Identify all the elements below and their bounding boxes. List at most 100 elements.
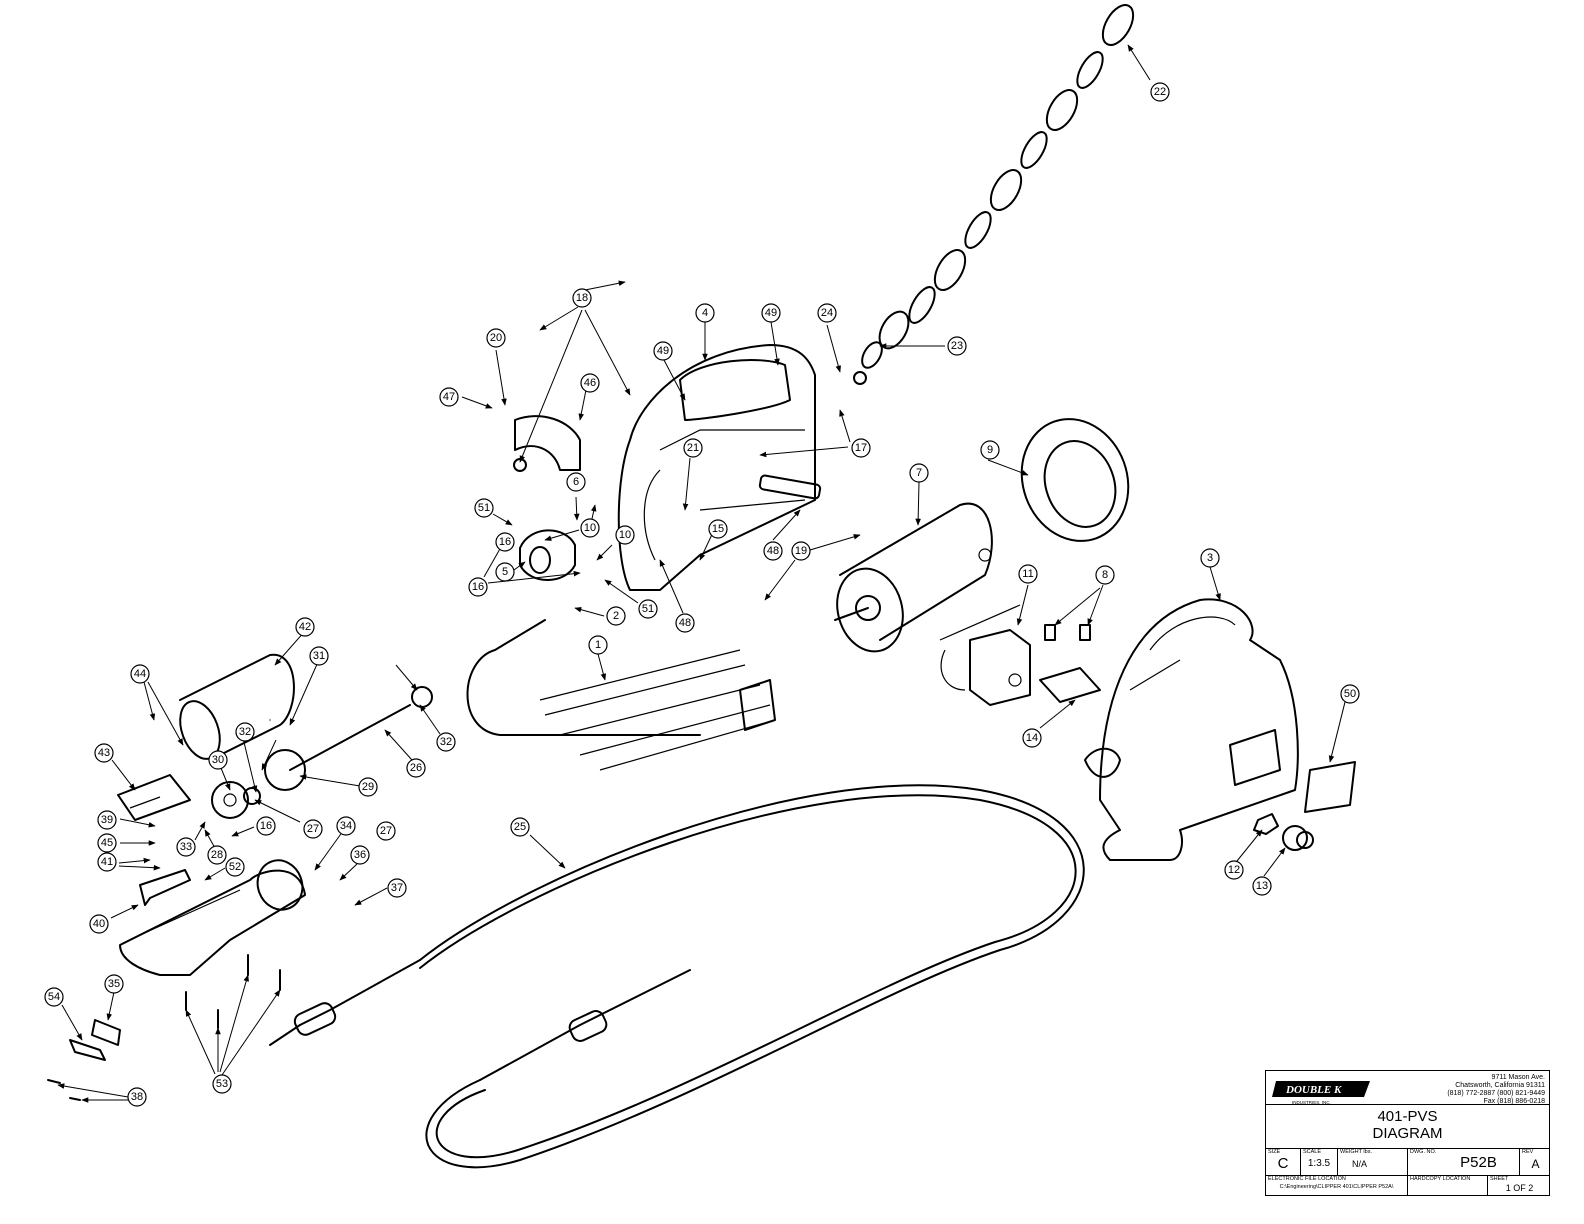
svg-text:24: 24	[821, 307, 833, 319]
svg-text:51: 51	[478, 502, 490, 514]
shaft-part	[211, 686, 433, 819]
clipper-head-part	[119, 859, 306, 976]
callout-balloon-35: 35	[104, 974, 124, 994]
callout-balloon-16: 16	[495, 532, 515, 552]
callout-balloon-5: 5	[495, 562, 515, 582]
nut-and-knob-parts	[1253, 813, 1314, 851]
housing-right-half	[1084, 598, 1299, 861]
callout-balloon-15: 15	[708, 519, 728, 539]
svg-text:34: 34	[340, 820, 352, 832]
svg-text:26: 26	[410, 762, 422, 774]
svg-text:25: 25	[514, 821, 526, 833]
capacitor-part	[179, 653, 295, 761]
drawing-number-cell: DWG. NO. P52B	[1408, 1148, 1520, 1175]
callout-balloon-9: 9	[980, 440, 1000, 460]
sheet-cell: SHEET 1 OF 2	[1490, 1176, 1534, 1193]
callout-balloon-17: 17	[851, 438, 871, 458]
callout-balloon-4: 4	[695, 303, 715, 323]
svg-text:41: 41	[101, 856, 113, 868]
callout-balloon-2: 2	[606, 606, 626, 626]
callout-balloon-46: 46	[580, 373, 600, 393]
svg-text:16: 16	[472, 581, 484, 593]
svg-text:17: 17	[855, 442, 867, 454]
callout-balloon-7: 7	[909, 463, 929, 483]
svg-text:36: 36	[354, 849, 366, 861]
svg-text:46: 46	[584, 377, 596, 389]
ring-part	[1020, 418, 1130, 542]
svg-text:6: 6	[573, 476, 579, 488]
callout-balloon-42: 42	[295, 617, 315, 637]
svg-text:49: 49	[765, 307, 777, 319]
callout-balloon-24: 24	[817, 303, 837, 323]
svg-text:44: 44	[134, 668, 146, 680]
scale-cell: SCALE 1:3.5	[1301, 1148, 1338, 1175]
callout-balloon-8: 8	[1095, 565, 1115, 585]
callout-balloon-6: 6	[566, 472, 586, 492]
svg-text:7: 7	[916, 467, 922, 479]
callout-balloon-27: 27	[303, 819, 323, 839]
screws-part	[185, 954, 281, 1029]
drawing-title-line1: 401-PVS	[1377, 1108, 1438, 1125]
callout-balloon-43: 43	[94, 743, 114, 763]
svg-text:39: 39	[101, 814, 113, 826]
svg-text:40: 40	[93, 918, 105, 930]
callout-balloon-21: 21	[683, 438, 703, 458]
callout-balloon-47: 47	[439, 387, 459, 407]
svg-text:47: 47	[443, 391, 455, 403]
lever-part	[139, 869, 191, 906]
callout-balloon-30: 30	[208, 750, 228, 770]
svg-text:48: 48	[679, 617, 691, 629]
size-cell: SIZE C	[1266, 1148, 1301, 1175]
svg-text:13: 13	[1256, 880, 1268, 892]
svg-text:21: 21	[687, 442, 699, 454]
svg-text:50: 50	[1344, 688, 1356, 700]
callout-balloon-50: 50	[1340, 684, 1360, 704]
svg-text:45: 45	[101, 837, 113, 849]
svg-text:33: 33	[180, 841, 192, 853]
motor-part	[834, 502, 993, 653]
callout-balloon-31: 31	[309, 646, 329, 666]
callout-balloon-33: 33	[176, 837, 196, 857]
plate-part	[117, 774, 191, 821]
callout-balloon-16: 16	[468, 577, 488, 597]
callout-balloon-32: 32	[235, 722, 255, 742]
callout-balloon-13: 13	[1252, 876, 1272, 896]
electronic-file-cell: ELECTRONIC FILE LOCATION C:\Engineering\…	[1266, 1175, 1408, 1195]
callout-balloon-52: 52	[225, 857, 245, 877]
callout-balloon-54: 54	[44, 987, 64, 1007]
title-block: DOUBLE K INDUSTRIES, INC. 9711 Mason Ave…	[1265, 1070, 1550, 1196]
callout-balloon-11: 11	[1018, 564, 1038, 584]
svg-text:27: 27	[307, 823, 319, 835]
svg-text:43: 43	[98, 747, 110, 759]
svg-text:37: 37	[391, 882, 403, 894]
callout-balloon-34: 34	[336, 816, 356, 836]
revision-cell: REV A	[1522, 1149, 1540, 1171]
callout-balloon-29: 29	[358, 777, 378, 797]
svg-text:29: 29	[362, 781, 374, 793]
svg-text:16: 16	[499, 536, 511, 548]
callout-balloon-48: 48	[675, 613, 695, 633]
double-k-logo: DOUBLE K INDUSTRIES, INC.	[1272, 1081, 1370, 1105]
callout-balloon-36: 36	[350, 845, 370, 865]
svg-text:53: 53	[216, 1078, 228, 1090]
hardcopy-location-cell: HARDCOPY LOCATION	[1408, 1175, 1488, 1195]
callout-balloon-27: 27	[376, 821, 396, 841]
callout-balloon-38: 38	[127, 1087, 147, 1107]
callout-balloon-25: 25	[510, 817, 530, 837]
callout-balloon-44: 44	[130, 664, 150, 684]
svg-text:2: 2	[613, 610, 619, 622]
svg-text:INDUSTRIES, INC.: INDUSTRIES, INC.	[1292, 1100, 1331, 1105]
callout-balloon-23: 23	[947, 336, 967, 356]
callout-balloon-12: 12	[1224, 860, 1244, 880]
flexible-shaft-part	[269, 784, 1085, 1169]
callout-balloon-20: 20	[486, 328, 506, 348]
callout-balloon-1: 1	[588, 635, 608, 655]
svg-text:14: 14	[1026, 732, 1038, 744]
housing-left-half	[617, 344, 822, 591]
svg-text:9: 9	[987, 444, 993, 456]
svg-text:49: 49	[657, 345, 669, 357]
callout-balloon-49: 49	[653, 341, 673, 361]
svg-text:38: 38	[131, 1091, 143, 1103]
svg-text:32: 32	[440, 736, 452, 748]
callout-balloon-51: 51	[638, 599, 658, 619]
